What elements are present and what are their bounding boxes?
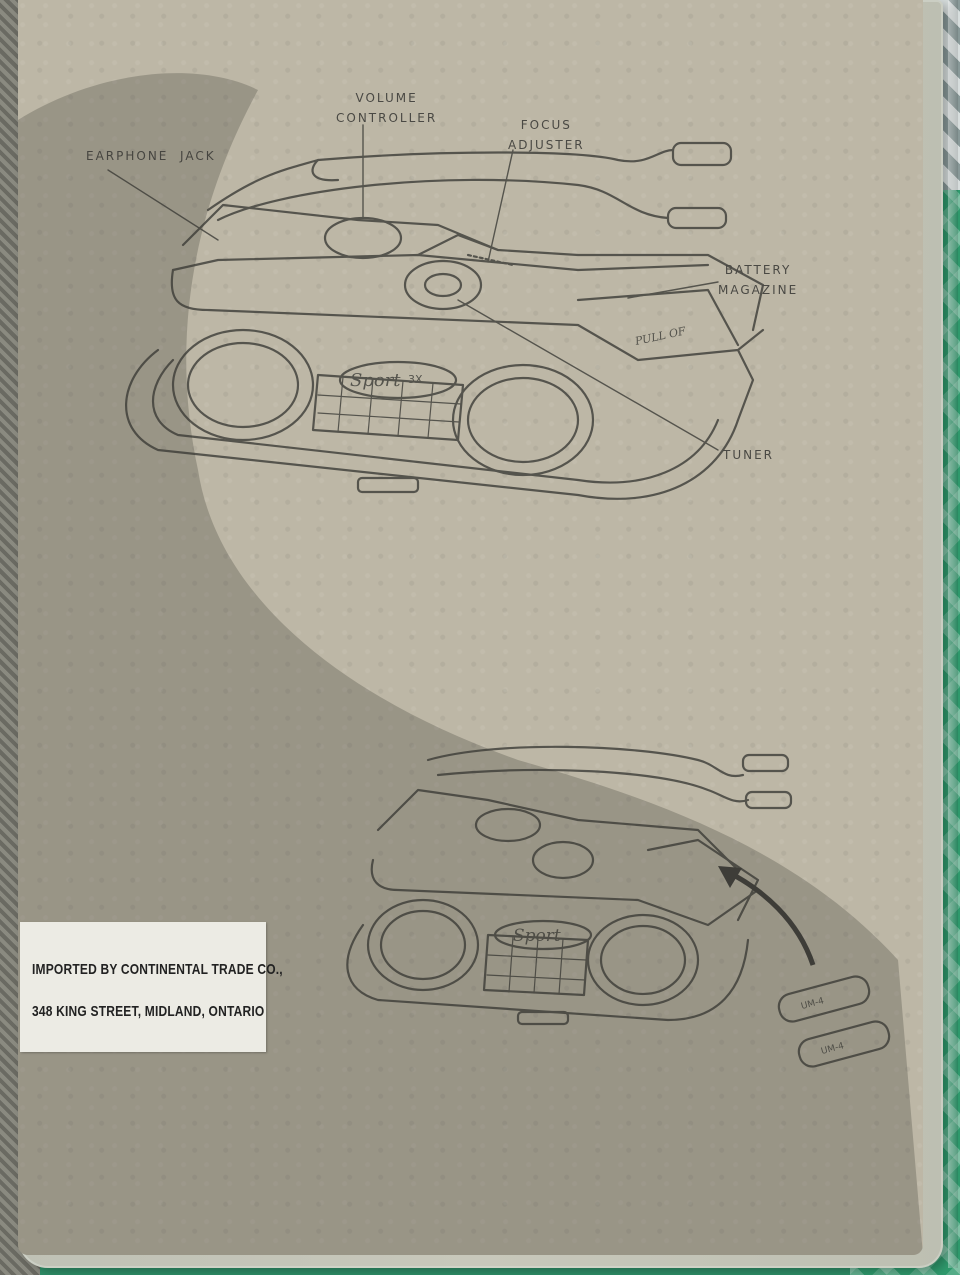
callout-earphone-text: EARPHONE JACK bbox=[86, 149, 216, 163]
bottom-cord bbox=[426, 745, 745, 778]
radio-slope bbox=[416, 233, 500, 257]
bottom-battery-bay bbox=[646, 838, 760, 922]
battery-label-1: UM-4 bbox=[800, 996, 825, 1012]
earphone-cord-lower bbox=[216, 178, 670, 222]
focus-wheel bbox=[466, 253, 515, 267]
bottom-right-eyepiece-inner bbox=[599, 924, 687, 996]
bottom-right-eyepiece bbox=[586, 913, 700, 1007]
bottom-bridge-lines bbox=[486, 936, 587, 995]
bottom-bridge-grid bbox=[482, 933, 590, 997]
radio-top-housing bbox=[181, 203, 765, 332]
callout-tuner-text: TUNER bbox=[723, 448, 775, 462]
bottom-plug-1 bbox=[741, 753, 790, 773]
callout-earphone-jack: EARPHONE JACK bbox=[86, 146, 216, 166]
binocular-base bbox=[125, 348, 755, 500]
earphone-loop bbox=[311, 158, 340, 182]
radio-front-top bbox=[171, 253, 710, 272]
bridge-grid-lines bbox=[317, 376, 462, 439]
leader-battery bbox=[627, 281, 719, 299]
battery-label-2: UM-4 bbox=[820, 1041, 845, 1057]
brand-magnification: 3X bbox=[408, 373, 423, 386]
pull-tab-text: PULL OF bbox=[633, 324, 687, 348]
importer-sticker: IMPORTED BY CONTINENTAL TRADE CO., 348 K… bbox=[20, 922, 283, 1052]
left-eyepiece bbox=[186, 341, 300, 429]
bottom-base bbox=[346, 923, 750, 1022]
left-eyepiece-outer bbox=[171, 328, 315, 442]
callout-volume-controller: VOLUME CONTROLLER bbox=[336, 88, 437, 128]
earphone-plug-2 bbox=[666, 206, 728, 230]
brand-script-top: Sport bbox=[350, 370, 401, 391]
callout-battery-line2: MAGAZINE bbox=[718, 283, 799, 297]
binocular-base-inner bbox=[152, 358, 720, 484]
battery-cell-2 bbox=[797, 1020, 891, 1068]
callout-focus-line2: ADJUSTER bbox=[508, 138, 585, 152]
brand-badge-top bbox=[338, 360, 458, 400]
base-latch bbox=[356, 476, 420, 494]
bottom-left-eyepiece bbox=[366, 898, 480, 992]
volume-knob bbox=[323, 216, 403, 260]
brand-script-bottom: Sport bbox=[513, 926, 561, 946]
plastic-sleeve: Sport 3X Sport PULL OF UM-4 UM-4 VOLUME … bbox=[18, 0, 958, 1268]
earphone-plug-1 bbox=[671, 141, 733, 167]
callout-volume-line2: CONTROLLER bbox=[336, 111, 438, 125]
bottom-plug-2 bbox=[744, 790, 793, 810]
callout-focus-adjuster: FOCUS ADJUSTER bbox=[508, 115, 585, 155]
bottom-tuner-dial bbox=[531, 840, 595, 880]
instruction-card: Sport 3X Sport PULL OF UM-4 UM-4 VOLUME … bbox=[18, 0, 923, 1255]
tuner-dial-inner bbox=[423, 272, 463, 298]
earphone-cord bbox=[206, 148, 675, 212]
callout-focus-line1: FOCUS bbox=[520, 118, 572, 132]
right-eyepiece-outer bbox=[451, 363, 595, 477]
right-eyepiece bbox=[466, 376, 580, 464]
battery-cell-1 bbox=[777, 975, 871, 1023]
leader-tuner bbox=[457, 299, 719, 451]
bottom-volume-knob bbox=[474, 807, 542, 843]
insert-arrowhead-icon bbox=[718, 866, 742, 888]
tuner-dial bbox=[403, 259, 483, 311]
insert-arrow-icon bbox=[726, 869, 816, 966]
callout-battery-magazine: BATTERY MAGAZINE bbox=[718, 260, 798, 300]
leader-earphone bbox=[107, 169, 219, 241]
bottom-left-eyepiece-inner bbox=[379, 909, 467, 981]
bottom-cord-2 bbox=[436, 768, 750, 803]
leader-focus bbox=[487, 149, 514, 263]
sleeve-edge bbox=[948, 0, 958, 1268]
bottom-latch bbox=[516, 1010, 570, 1026]
radio-binocular-diagram: Sport 3X Sport PULL OF UM-4 UM-4 bbox=[107, 124, 891, 1068]
sticker-line-1: IMPORTED BY CONTINENTAL TRADE CO., bbox=[32, 960, 283, 978]
callout-volume-line1: VOLUME bbox=[355, 91, 418, 105]
bottom-radio-front bbox=[370, 858, 760, 927]
battery-door bbox=[576, 288, 740, 347]
bottom-brand-badge bbox=[493, 919, 593, 951]
radio-front-panel bbox=[170, 268, 765, 362]
sticker-line-2: 348 KING STREET, MIDLAND, ONTARIO bbox=[32, 1002, 265, 1020]
bottom-radio-top bbox=[376, 788, 740, 872]
callout-battery-line1: BATTERY bbox=[724, 263, 792, 277]
bridge-grid bbox=[311, 373, 465, 442]
callout-tuner: TUNER bbox=[723, 445, 774, 465]
